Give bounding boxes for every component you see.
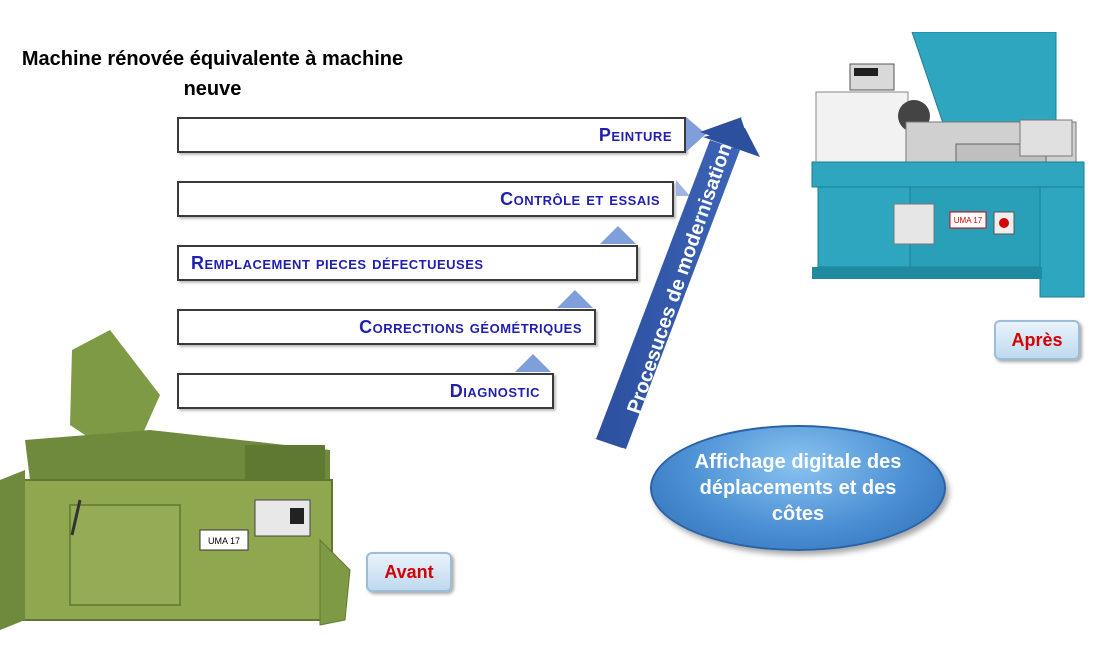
new-machine-photo: UMA 17 xyxy=(811,32,1085,298)
diagram-title: Machine rénovée équivalente à machine ne… xyxy=(21,48,404,100)
new-machine-dro-screen xyxy=(854,68,878,76)
new-machine-stand-right xyxy=(1039,186,1085,298)
new-machine-headstock xyxy=(815,91,909,163)
after-badge: Après xyxy=(994,320,1080,360)
feature-oval: Affichage digitale des déplacements et d… xyxy=(650,425,946,551)
old-machine-panel xyxy=(69,504,181,606)
new-machine-base xyxy=(811,161,1085,188)
step-label: Corrections géométriques xyxy=(359,316,582,337)
old-machine-lever xyxy=(70,499,82,536)
new-machine-foot xyxy=(812,267,1042,279)
new-machine-vent xyxy=(893,203,935,245)
old-machine-switch-knob xyxy=(290,508,304,524)
step-diagnostic: Diagnostic xyxy=(177,373,554,409)
new-machine-tailstock xyxy=(1019,119,1073,157)
old-machine-lid xyxy=(70,330,160,445)
new-machine-switch-knob xyxy=(999,218,1009,228)
new-machine-dro xyxy=(849,63,895,91)
step-connector-5 xyxy=(676,180,690,196)
old-machine-photo: UMA 17 xyxy=(0,330,351,630)
old-machine-headstock xyxy=(245,445,325,480)
step-peinture: Peinture xyxy=(177,117,686,153)
step-connector-1 xyxy=(686,117,706,152)
new-machine-plate xyxy=(949,211,987,229)
step-controle-essais: Contrôle et essais xyxy=(177,181,674,217)
old-machine-door xyxy=(319,538,351,626)
new-machine-plate-text: UMA 17 xyxy=(954,216,983,225)
step-label: Peinture xyxy=(598,124,672,145)
feature-label: Affichage digitale des déplacements et d… xyxy=(694,451,902,525)
step-label: Diagnostic xyxy=(449,380,540,401)
step-connector-4 xyxy=(515,354,551,372)
old-machine-plate-text: UMA 17 xyxy=(208,536,240,546)
step-corrections-geometriques: Corrections géométriques xyxy=(177,309,596,345)
step-connector-3 xyxy=(557,290,593,308)
step-label: Remplacement pieces défectueuses xyxy=(191,252,484,273)
step-label: Contrôle et essais xyxy=(500,188,660,209)
step-connector-2 xyxy=(600,226,636,244)
step-remplacement-pieces: Remplacement pieces défectueuses xyxy=(177,245,638,281)
new-machine-guard xyxy=(911,32,1057,133)
before-badge: Avant xyxy=(366,552,452,592)
old-machine-plate xyxy=(199,529,249,551)
old-machine-side xyxy=(0,470,25,630)
